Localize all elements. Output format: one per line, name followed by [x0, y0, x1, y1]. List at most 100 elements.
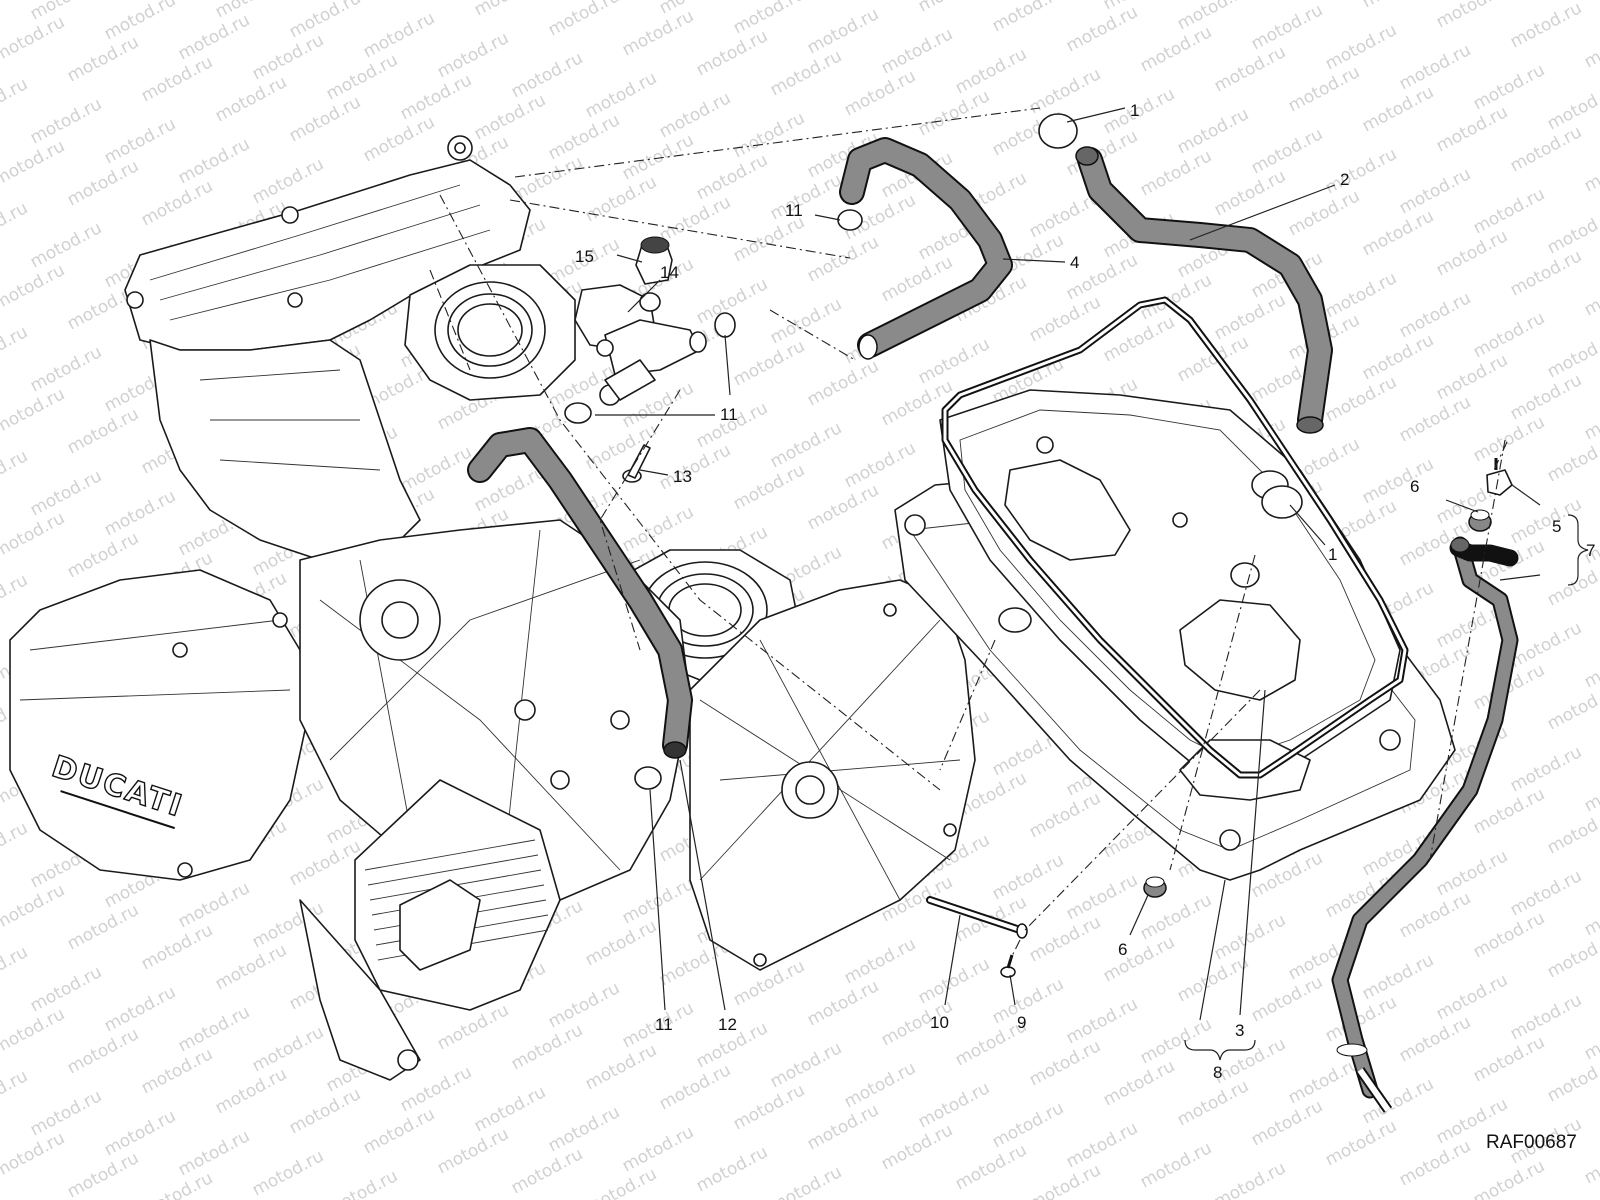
watermark-text: motod.ru	[1285, 1054, 1363, 1108]
watermark-text: motod.ru	[0, 942, 31, 996]
watermark-text: motod.ru	[360, 112, 438, 166]
watermark-text: motod.ru	[101, 0, 179, 44]
watermark-text: motod.ru	[360, 8, 438, 62]
watermark-text: motod.ru	[767, 46, 845, 100]
callout-12: 12	[718, 1015, 737, 1034]
watermark-text: motod.ru	[0, 74, 31, 128]
watermark-text: motod.ru	[175, 1002, 253, 1056]
watermark-text: motod.ru	[1507, 122, 1585, 176]
watermark-text: motod.ru	[1137, 1014, 1215, 1068]
watermark-text: motod.ru	[175, 134, 253, 188]
watermark-text: motod.ru	[656, 440, 734, 494]
watermark-text: motod.ru	[101, 982, 179, 1036]
clamp-part-11a	[837, 209, 863, 231]
watermark-text: motod.ru	[249, 154, 327, 208]
watermark-text: motod.ru	[1174, 1076, 1252, 1130]
callout-10: 10	[930, 1013, 949, 1032]
watermark-text: motod.ru	[656, 88, 734, 142]
watermark-text: motod.ru	[1211, 166, 1289, 220]
watermark-text: motod.ru	[1507, 990, 1585, 1044]
clamp-part-11c	[564, 402, 592, 424]
watermark-text: motod.ru	[0, 1066, 31, 1120]
watermark-text: motod.ru	[952, 1140, 1030, 1194]
watermark-text: motod.ru	[841, 438, 919, 492]
watermark-text: motod.ru	[212, 0, 290, 22]
callout-2: 2	[1340, 170, 1349, 189]
watermark-text: motod.ru	[1507, 0, 1585, 52]
watermark-text: motod.ru	[730, 460, 808, 514]
watermark-text: motod.ru	[878, 24, 956, 78]
watermark-text: motod.ru	[397, 442, 475, 496]
watermark-text: motod.ru	[1063, 994, 1141, 1048]
watermark-text: motod.ru	[1581, 638, 1600, 692]
watermark-text: motod.ru	[915, 86, 993, 140]
watermark-text: motod.ru	[64, 1024, 142, 1078]
watermark-text: motod.ru	[27, 0, 105, 24]
watermark-text: motod.ru	[1396, 888, 1474, 942]
watermark-text: motod.ru	[1581, 18, 1600, 72]
watermark-text: motod.ru	[619, 130, 697, 184]
screw-part-9	[1000, 954, 1016, 978]
callout-1a: 1	[1130, 101, 1139, 120]
watermark-text: motod.ru	[1470, 308, 1548, 362]
watermark-text: motod.ru	[1359, 950, 1437, 1004]
watermark-text: motod.ru	[1507, 618, 1585, 672]
watermark-text: motod.ru	[1396, 1012, 1474, 1066]
watermark-text: motod.ru	[804, 232, 882, 286]
watermark-text: motod.ru	[1507, 246, 1585, 300]
hose-part-2	[1075, 146, 1333, 434]
watermark-text: motod.ru	[1322, 1116, 1400, 1170]
watermark-text: motod.ru	[1581, 1010, 1600, 1064]
watermark-text: motod.ru	[1026, 1160, 1104, 1200]
callout-7: 7	[1586, 541, 1595, 560]
watermark-text: motod.ru	[323, 50, 401, 104]
callout-13: 13	[673, 467, 692, 486]
watermark-text: motod.ru	[27, 218, 105, 272]
watermark-text: motod.ru	[1359, 82, 1437, 136]
watermark-text: motod.ru	[1026, 64, 1104, 118]
watermark-text: motod.ru	[471, 1082, 549, 1136]
watermark-text: motod.ru	[1211, 910, 1289, 964]
watermark-text: motod.ru	[1174, 0, 1252, 34]
watermark-text: motod.ru	[1507, 370, 1585, 424]
watermark-text: motod.ru	[175, 878, 253, 932]
watermark-text: motod.ru	[0, 818, 31, 872]
watermark-text: motod.ru	[1359, 0, 1437, 12]
watermark-text: motod.ru	[619, 1122, 697, 1176]
watermark-text: motod.ru	[1026, 788, 1104, 842]
watermark-text: motod.ru	[1396, 164, 1474, 218]
watermark-text: motod.ru	[767, 418, 845, 472]
watermark-text: motod.ru	[767, 1162, 845, 1200]
watermark-text: motod.ru	[1470, 184, 1548, 238]
watermark-text: motod.ru	[1470, 1156, 1548, 1200]
clamp-part-1a	[1038, 113, 1078, 149]
watermark-text: motod.ru	[656, 0, 734, 18]
watermark-text: motod.ru	[27, 466, 105, 520]
watermark-text: motod.ru	[545, 0, 623, 40]
watermark-text: motod.ru	[1581, 266, 1600, 320]
watermark-text: motod.ru	[138, 1044, 216, 1098]
callout-3: 3	[1235, 1021, 1244, 1040]
watermark-text: motod.ru	[434, 1124, 512, 1178]
watermark-text: motod.ru	[1470, 412, 1548, 466]
fittings-group	[564, 209, 863, 790]
watermark-text: motod.ru	[1507, 866, 1585, 920]
watermark-text: motod.ru	[952, 44, 1030, 98]
watermark-text: motod.ru	[64, 528, 142, 582]
watermark-text: motod.ru	[138, 1168, 216, 1200]
callout-5: 5	[1552, 517, 1561, 536]
hose-part-12	[467, 427, 693, 759]
watermark-text: motod.ru	[989, 1098, 1067, 1152]
watermark-text: motod.ru	[1433, 102, 1511, 156]
watermark-text: motod.ru	[1063, 2, 1141, 56]
watermark-text: motod.ru	[1322, 144, 1400, 198]
watermark-text: motod.ru	[1322, 20, 1400, 74]
watermark-text: motod.ru	[656, 192, 734, 246]
watermark-text: motod.ru	[730, 0, 808, 38]
assembly-lines	[429, 107, 1508, 961]
watermark-text: motod.ru	[1433, 846, 1511, 900]
watermark-text: motod.ru	[915, 334, 993, 388]
watermark-text: motod.ru	[101, 486, 179, 540]
valve-part-14	[574, 284, 707, 406]
watermark-text: motod.ru	[1581, 1134, 1600, 1188]
